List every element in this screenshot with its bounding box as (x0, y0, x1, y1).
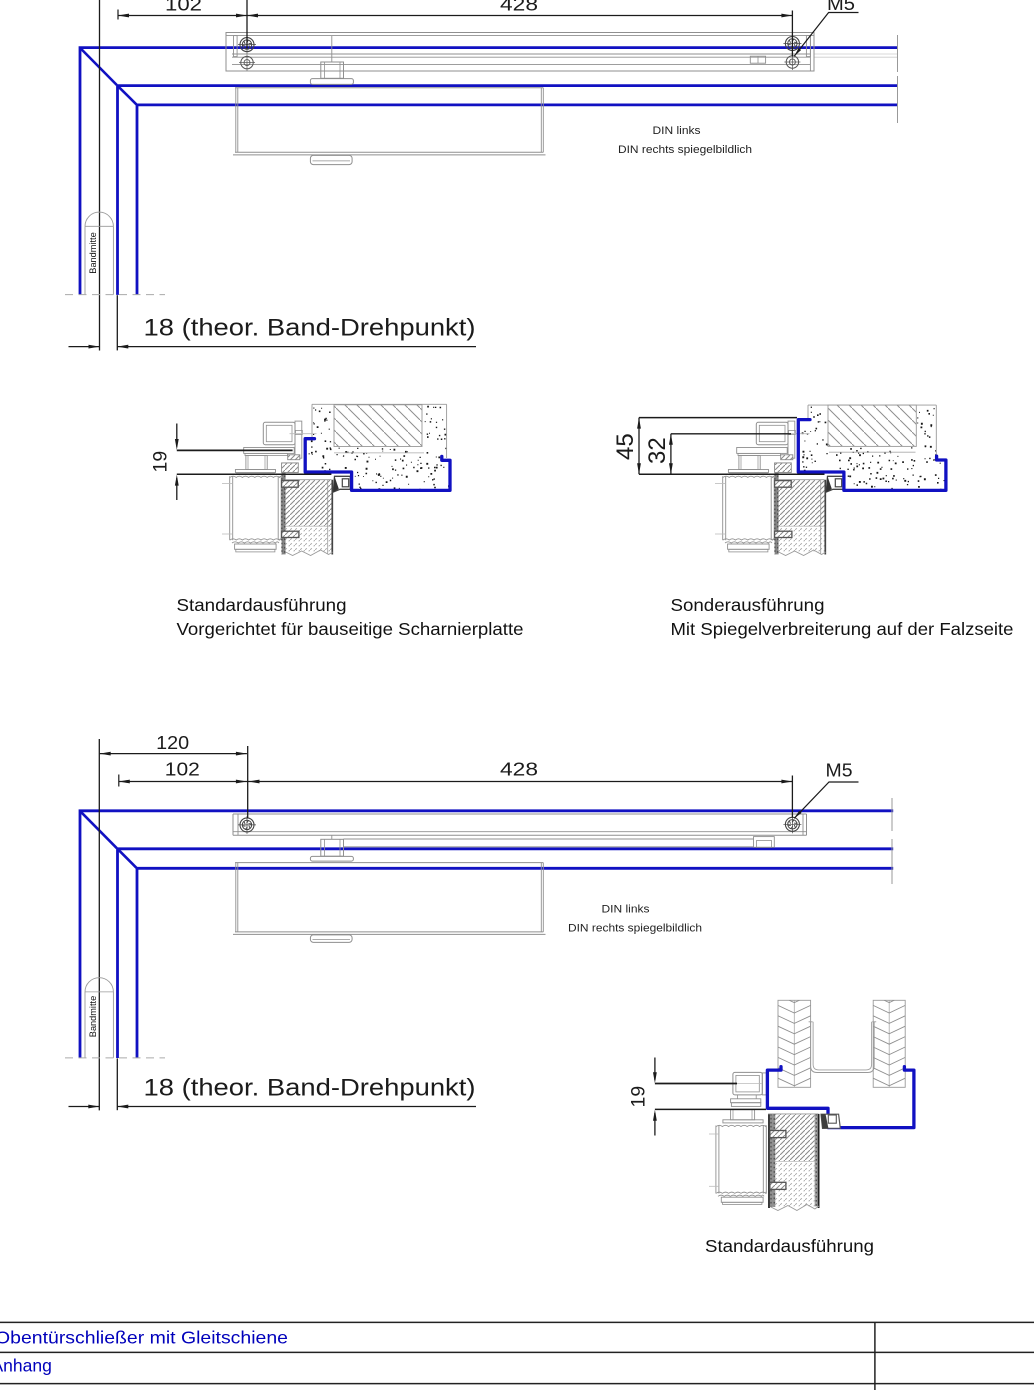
svg-text:428: 428 (500, 0, 538, 15)
svg-text:Bandmitte: Bandmitte (88, 232, 98, 273)
svg-text:102: 102 (165, 758, 200, 779)
svg-text:120: 120 (156, 732, 189, 753)
svg-text:Sonderausführung: Sonderausführung (671, 595, 825, 615)
svg-text:45: 45 (612, 433, 639, 460)
svg-text:Standardausführung: Standardausführung (705, 1236, 874, 1256)
svg-text:Anhang: Anhang (0, 1356, 52, 1376)
svg-text:M5: M5 (826, 760, 853, 781)
svg-text:M5: M5 (827, 0, 855, 14)
svg-text:19: 19 (150, 451, 172, 473)
svg-text:18 (theor. Band-Drehpunkt): 18 (theor. Band-Drehpunkt) (144, 1074, 476, 1101)
svg-text:Mit Spiegelverbreiterung auf d: Mit Spiegelverbreiterung auf der Falzsei… (671, 619, 1014, 639)
svg-text:Bandmitte: Bandmitte (88, 996, 98, 1037)
svg-text:DIN rechts spiegelbildlich: DIN rechts spiegelbildlich (618, 144, 752, 156)
svg-text:Vorgerichtet für bauseitige Sc: Vorgerichtet für bauseitige Scharnierpla… (177, 619, 524, 639)
svg-text:DIN rechts spiegelbildlich: DIN rechts spiegelbildlich (568, 922, 702, 934)
svg-text:19: 19 (628, 1086, 650, 1108)
svg-text:Standardausführung: Standardausführung (177, 595, 347, 615)
svg-text:102: 102 (165, 0, 202, 15)
svg-text:32: 32 (644, 437, 671, 464)
svg-text:Obentürschließer mit Gleitschi: Obentürschließer mit Gleitschiene (0, 1328, 288, 1348)
svg-text:18 (theor. Band-Drehpunkt): 18 (theor. Band-Drehpunkt) (144, 315, 476, 342)
svg-text:DIN links: DIN links (653, 125, 701, 137)
svg-text:DIN links: DIN links (602, 904, 650, 916)
svg-text:428: 428 (500, 758, 538, 779)
